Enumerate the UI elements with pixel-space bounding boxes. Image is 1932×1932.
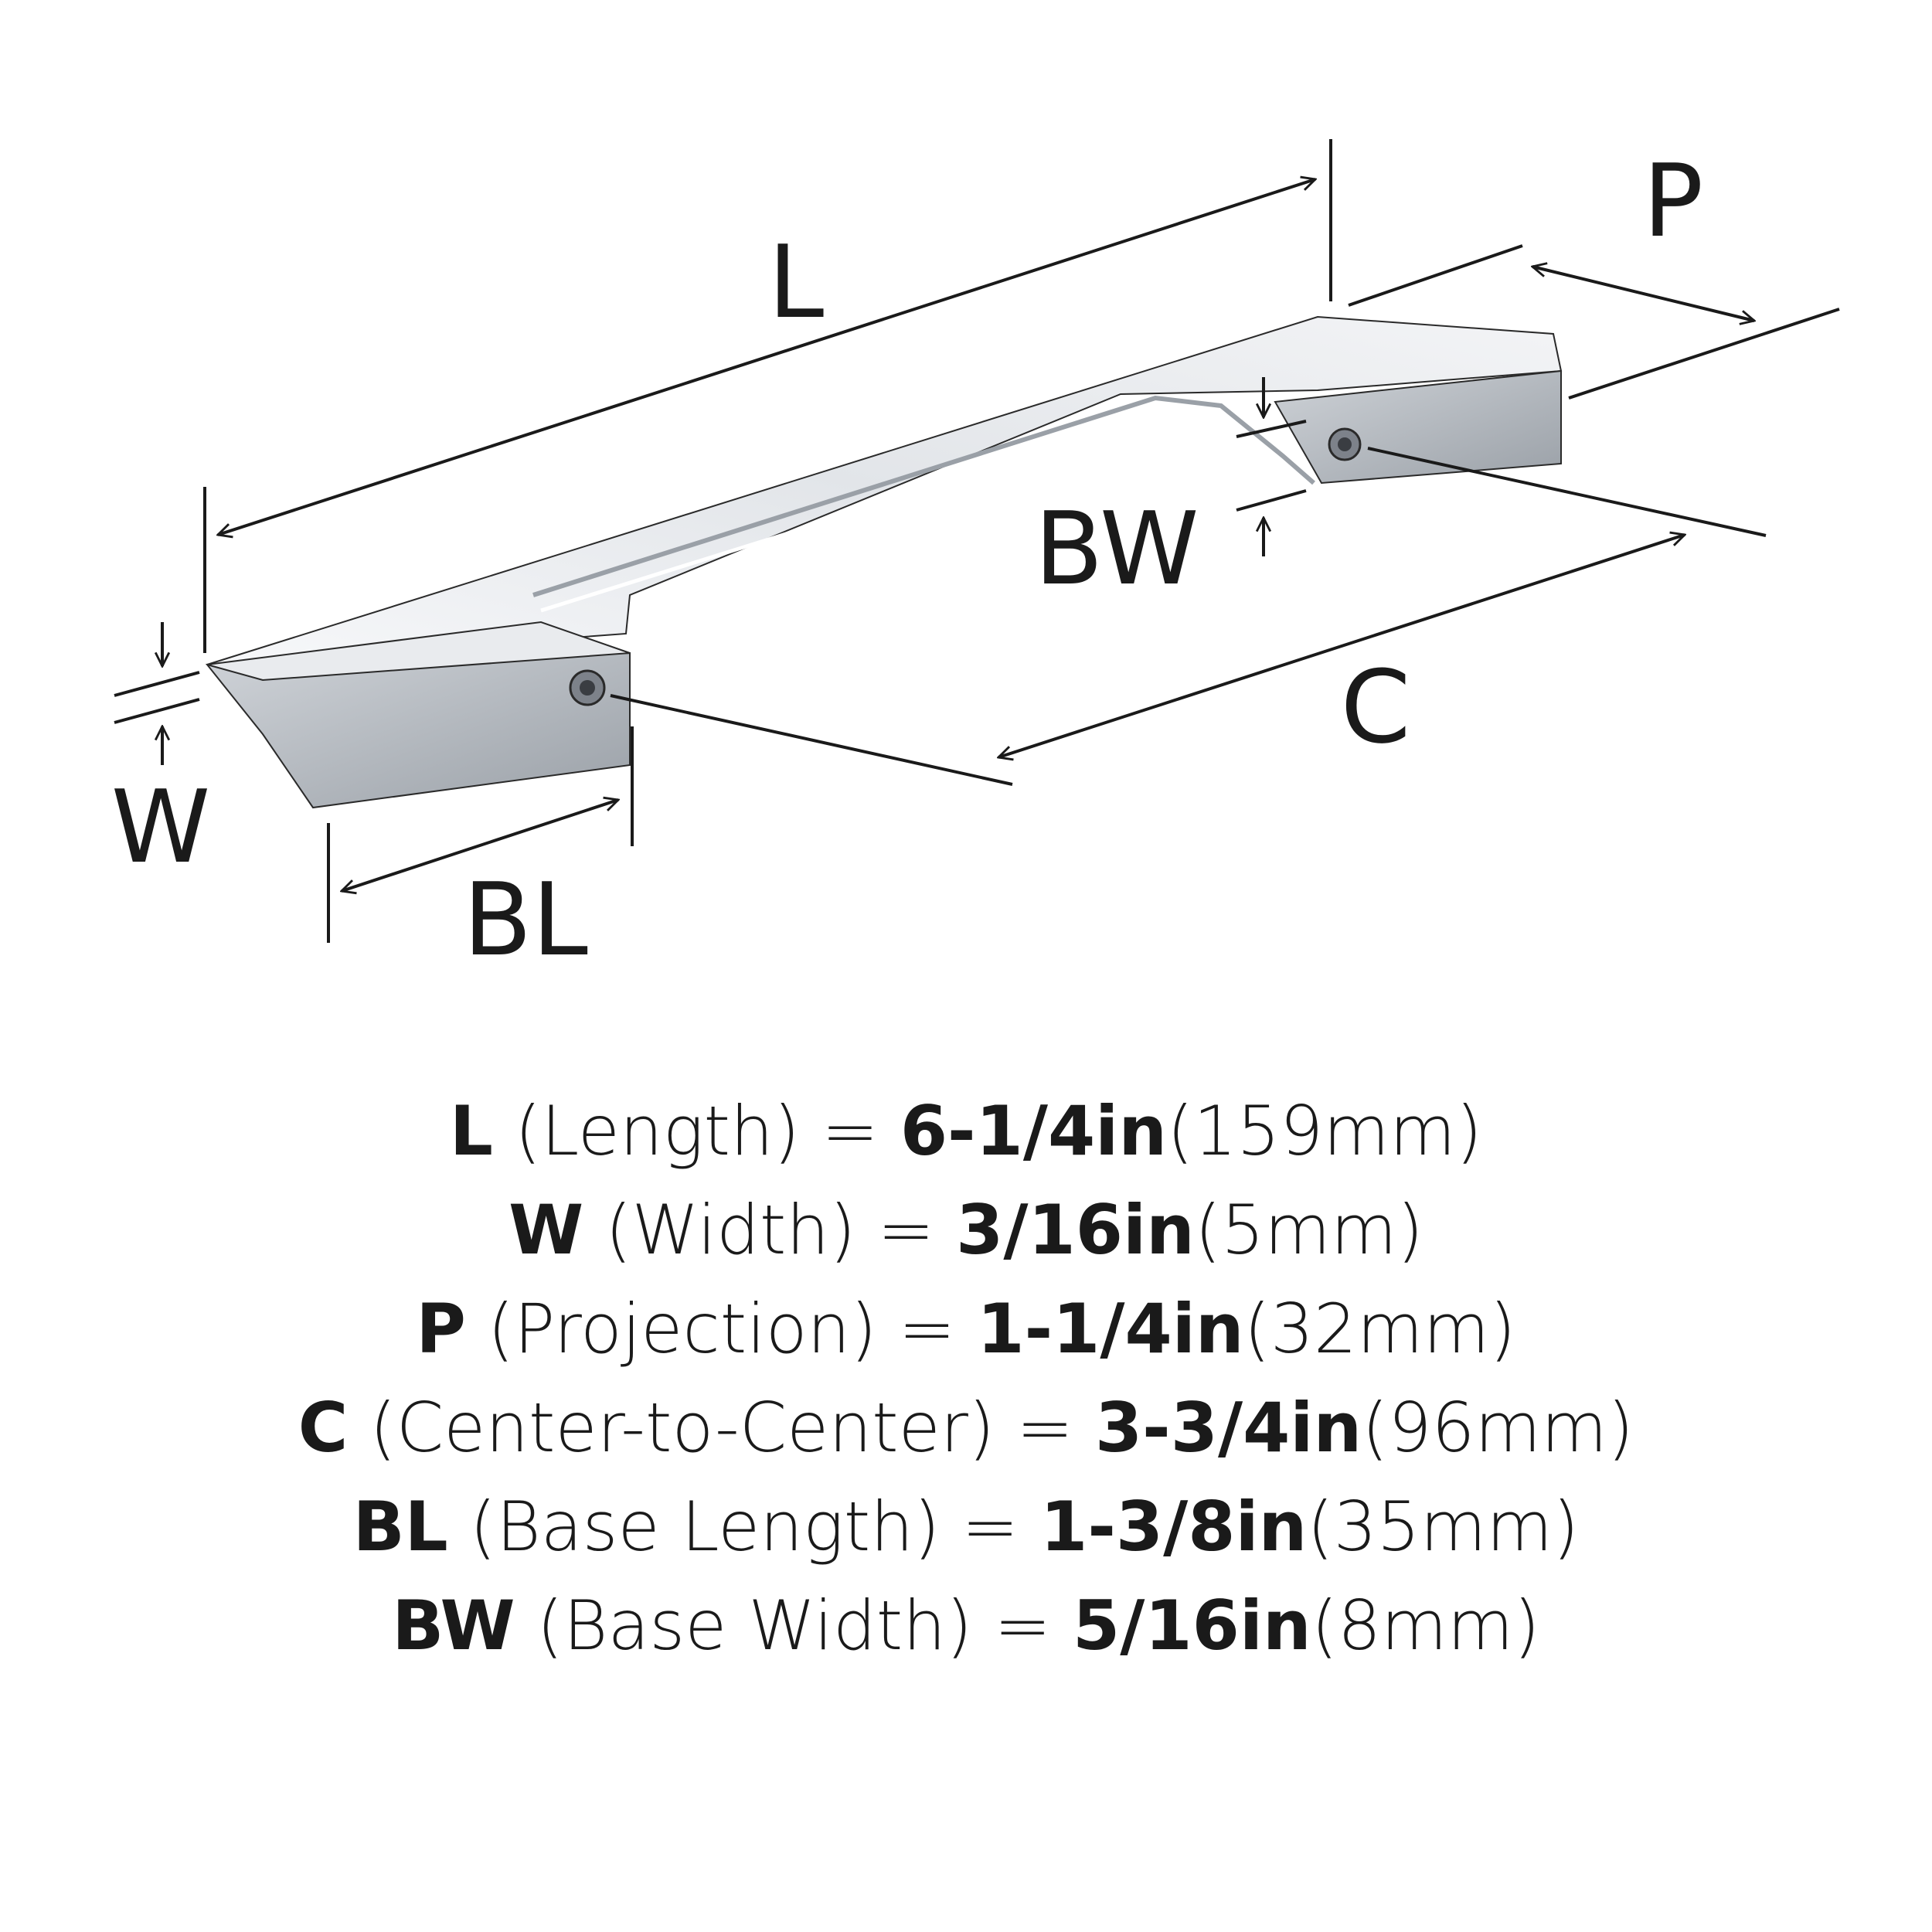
spec-equals: = xyxy=(994,1586,1052,1665)
dimension-lines xyxy=(114,139,1840,943)
spec-row-center-to-center: C (Center-to-Center) = 3-3/4in(96mm) xyxy=(0,1379,1932,1478)
label-length: L xyxy=(768,223,824,341)
spec-mm-value: (5mm) xyxy=(1194,1190,1423,1270)
dimension-specs-list: L (Length) = 6-1/4in(159mm) W (Width) = … xyxy=(0,1082,1932,1675)
spec-equals: = xyxy=(898,1289,956,1369)
base-length-arrow xyxy=(342,800,618,891)
spec-mm-value: (35mm) xyxy=(1307,1487,1580,1566)
spec-mm-value: (32mm) xyxy=(1243,1289,1516,1369)
label-center: C xyxy=(1341,648,1411,766)
dimension-diagram: L P BW W C BL xyxy=(111,139,1840,978)
spec-row-width: W (Width) = 3/16in(5mm) xyxy=(0,1181,1932,1280)
spec-inch-value: 1-3/8in xyxy=(1040,1487,1308,1566)
spec-name: (Center-to-Center) xyxy=(369,1388,995,1468)
spec-row-base-length: BL (Base Length) = 1-3/8in(35mm) xyxy=(0,1478,1932,1577)
spec-equals: = xyxy=(877,1190,935,1270)
left-base-top xyxy=(206,621,631,682)
label-projection: P xyxy=(1643,142,1703,260)
spec-symbol: W xyxy=(509,1190,584,1270)
spec-symbol: C xyxy=(298,1388,349,1468)
center-to-center-arrow xyxy=(998,535,1685,757)
projection-arrow xyxy=(1532,267,1754,321)
spec-name: (Base Width) xyxy=(536,1586,973,1665)
spec-mm-value: (96mm) xyxy=(1362,1388,1634,1468)
spec-symbol: BW xyxy=(392,1586,515,1665)
spec-row-base-width: BW (Base Width) = 5/16in(8mm) xyxy=(0,1577,1932,1675)
spec-inch-value: 3-3/4in xyxy=(1094,1388,1362,1468)
spec-inch-value: 3/16in xyxy=(956,1190,1195,1270)
spec-equals: = xyxy=(821,1091,879,1171)
spec-mm-value: (159mm) xyxy=(1167,1091,1483,1171)
spec-name: (Projection) xyxy=(487,1289,877,1369)
spec-equals: = xyxy=(961,1487,1019,1566)
spec-name: (Length) xyxy=(514,1091,801,1171)
spec-inch-value: 5/16in xyxy=(1073,1586,1311,1665)
spec-symbol: BL xyxy=(352,1487,448,1566)
spec-inch-value: 1-1/4in xyxy=(977,1289,1244,1369)
spec-symbol: L xyxy=(449,1091,493,1171)
label-base-width: BW xyxy=(1034,490,1199,607)
length-arrow xyxy=(218,179,1315,535)
spec-inch-value: 6-1/4in xyxy=(900,1091,1167,1171)
spec-row-projection: P (Projection) = 1-1/4in(32mm) xyxy=(0,1280,1932,1379)
label-base-length: BL xyxy=(463,861,588,978)
spec-mm-value: (8mm) xyxy=(1311,1586,1540,1665)
spec-name: (Width) xyxy=(605,1190,856,1270)
pull-bar-top xyxy=(206,315,1563,665)
spec-equals: = xyxy=(1016,1388,1073,1468)
label-width: W xyxy=(111,768,211,886)
spec-name: (Base Length) xyxy=(469,1487,940,1566)
spec-row-length: L (Length) = 6-1/4in(159mm) xyxy=(0,1082,1932,1181)
spec-symbol: P xyxy=(416,1289,466,1369)
